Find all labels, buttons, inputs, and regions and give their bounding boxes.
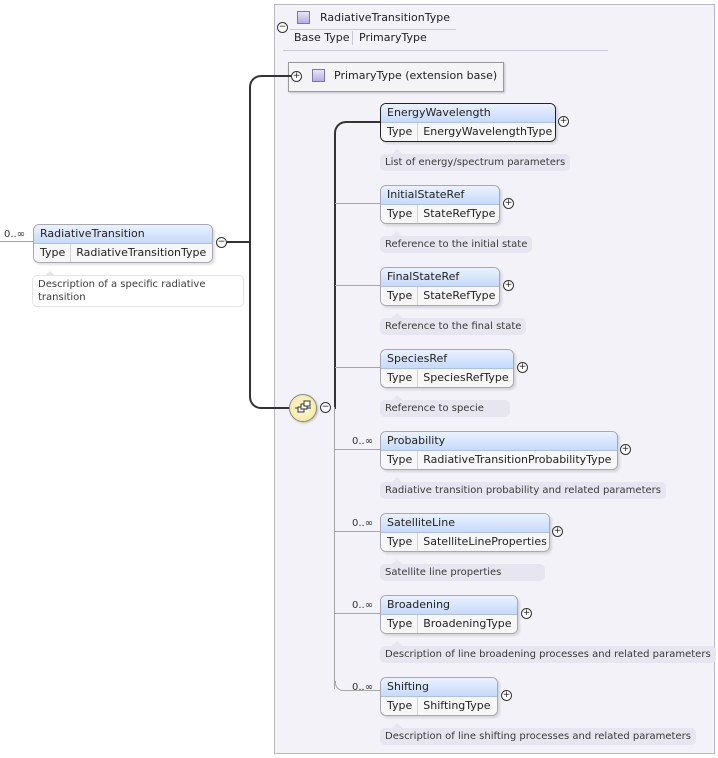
- complex-type-name: RadiativeTransitionType: [320, 11, 451, 24]
- expand-icon[interactable]: +: [521, 608, 532, 619]
- collapse-sequence-icon[interactable]: −: [320, 402, 331, 413]
- element-name: Probability: [381, 432, 617, 451]
- type-body-divider: [283, 50, 608, 51]
- base-type-key: Base Type: [294, 31, 350, 44]
- element-probability[interactable]: Probability Type RadiativeTransitionProba…: [380, 431, 618, 470]
- type-value: SatelliteLineProperties: [423, 535, 547, 548]
- element-description: Reference to the initial state: [380, 231, 533, 253]
- expand-extension-icon[interactable]: +: [291, 71, 302, 82]
- root-in-line: [0, 241, 34, 242]
- type-key: Type: [381, 615, 419, 633]
- child-connector: [335, 203, 381, 204]
- type-key: Type: [381, 451, 419, 469]
- root-description: Description of a specific radiative tran…: [32, 271, 244, 307]
- type-key: Type: [381, 287, 419, 305]
- element-name: Broadening: [381, 596, 517, 615]
- first-child-connector: [334, 121, 382, 409]
- element-name: InitialStateRef: [381, 186, 499, 205]
- complex-type-icon: [297, 11, 310, 24]
- element-final-state-ref[interactable]: FinalStateRef Type StateRefType: [380, 267, 500, 306]
- sequence-compositor-icon[interactable]: [289, 394, 317, 422]
- expand-icon[interactable]: +: [552, 526, 563, 537]
- type-value: BroadeningType: [423, 617, 512, 630]
- element-cardinality: 0..∞: [352, 436, 374, 447]
- element-name: SatelliteLine: [381, 514, 549, 533]
- element-description: List of energy/spectrum parameters: [380, 149, 571, 171]
- element-name: FinalStateRef: [381, 268, 499, 287]
- type-key: Type: [381, 123, 419, 141]
- element-satellite-line[interactable]: SatelliteLine Type SatelliteLinePropertie…: [380, 513, 550, 552]
- type-value: StateRefType: [423, 207, 496, 220]
- type-value: StateRefType: [423, 289, 496, 302]
- element-description: Description of line shifting processes a…: [380, 723, 696, 745]
- expand-icon[interactable]: +: [620, 444, 631, 455]
- root-element[interactable]: RadiativeTransition Type RadiativeTransit…: [33, 224, 213, 263]
- extension-type-icon: [312, 69, 325, 82]
- collapse-type-icon[interactable]: −: [277, 22, 288, 33]
- expand-icon[interactable]: +: [517, 362, 528, 373]
- type-key: Type: [381, 697, 419, 715]
- root-cardinality: 0..∞: [4, 229, 26, 240]
- element-name: SpeciesRef: [381, 350, 513, 369]
- type-value: ShiftingType: [423, 699, 491, 712]
- type-key: Type: [381, 369, 419, 387]
- child-connector: [335, 449, 381, 450]
- type-value: SpeciesRefType: [423, 371, 509, 384]
- child-connector: [335, 285, 381, 286]
- element-cardinality: 0..∞: [352, 682, 374, 693]
- element-shifting[interactable]: Shifting Type ShiftingType: [380, 677, 498, 716]
- element-initial-state-ref[interactable]: InitialStateRef Type StateRefType: [380, 185, 500, 224]
- expand-icon[interactable]: +: [501, 690, 512, 701]
- child-connector: [335, 367, 381, 368]
- type-header-divider: [290, 29, 456, 30]
- element-energy-wavelength[interactable]: EnergyWavelength Type EnergyWavelengthTyp…: [380, 103, 556, 142]
- type-value: EnergyWavelengthType: [423, 125, 553, 138]
- expand-icon[interactable]: +: [503, 280, 514, 291]
- extension-label: PrimaryType (extension base): [334, 69, 498, 82]
- expand-icon[interactable]: +: [503, 198, 514, 209]
- sequence-spine: [334, 407, 335, 689]
- child-connector: [335, 613, 381, 614]
- element-cardinality: 0..∞: [352, 518, 374, 529]
- element-description: Reference to the final state: [380, 313, 527, 335]
- type-key: Type: [381, 205, 419, 223]
- child-connector: [335, 531, 381, 532]
- sequence-connector: [249, 243, 291, 409]
- root-out-connector: [227, 241, 249, 243]
- expand-icon[interactable]: +: [558, 116, 569, 127]
- root-type-value: RadiativeTransitionType: [76, 246, 207, 259]
- element-name: EnergyWavelength: [381, 104, 555, 123]
- element-description: Satellite line properties: [380, 559, 545, 581]
- root-type-key: Type: [34, 244, 72, 262]
- base-type-value: PrimaryType: [359, 31, 427, 44]
- base-type-separator: [352, 31, 353, 45]
- element-cardinality: 0..∞: [352, 600, 374, 611]
- element-species-ref[interactable]: SpeciesRef Type SpeciesRefType: [380, 349, 514, 388]
- element-broadening[interactable]: Broadening Type BroadeningType: [380, 595, 518, 634]
- root-element-name: RadiativeTransition: [34, 225, 212, 244]
- element-description: Reference to specie: [380, 395, 510, 417]
- element-description: Description of line broadening processes…: [380, 641, 716, 663]
- collapse-root-icon[interactable]: −: [216, 237, 227, 248]
- last-child-connector: [335, 681, 382, 691]
- type-key: Type: [381, 533, 419, 551]
- extension-connector: [249, 75, 291, 243]
- element-name: Shifting: [381, 678, 497, 697]
- type-value: RadiativeTransitionProbabilityType: [423, 453, 612, 466]
- element-description: Radiative transition probability and rel…: [380, 477, 666, 499]
